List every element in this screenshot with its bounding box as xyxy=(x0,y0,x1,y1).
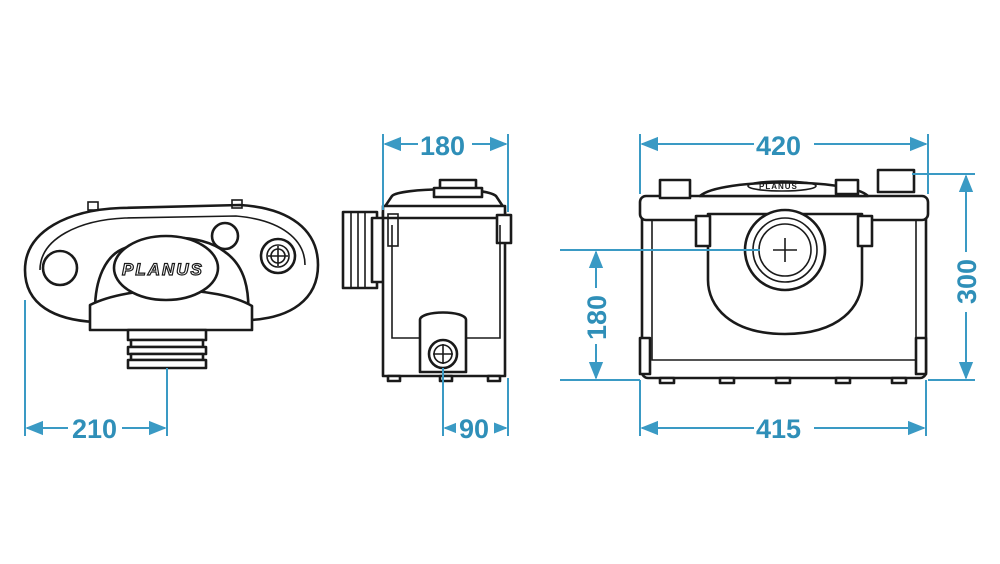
front-view: PLANUS 420 415 xyxy=(560,130,982,444)
dimension-label-300: 300 xyxy=(952,259,982,304)
dimension-label-180-depth: 180 xyxy=(420,131,465,161)
brand-logo-front: PLANUS xyxy=(759,182,798,191)
dimension-label-415: 415 xyxy=(756,414,801,444)
top-view: PLANUS 210 xyxy=(23,199,320,444)
side-view: 180 90 xyxy=(341,130,513,444)
brand-logo-top: PLANUS xyxy=(122,260,204,279)
dimension-label-420: 420 xyxy=(756,131,801,161)
dimension-label-210: 210 xyxy=(72,414,117,444)
dimension-label-180-height: 180 xyxy=(582,295,612,340)
dimension-label-90: 90 xyxy=(459,414,489,444)
